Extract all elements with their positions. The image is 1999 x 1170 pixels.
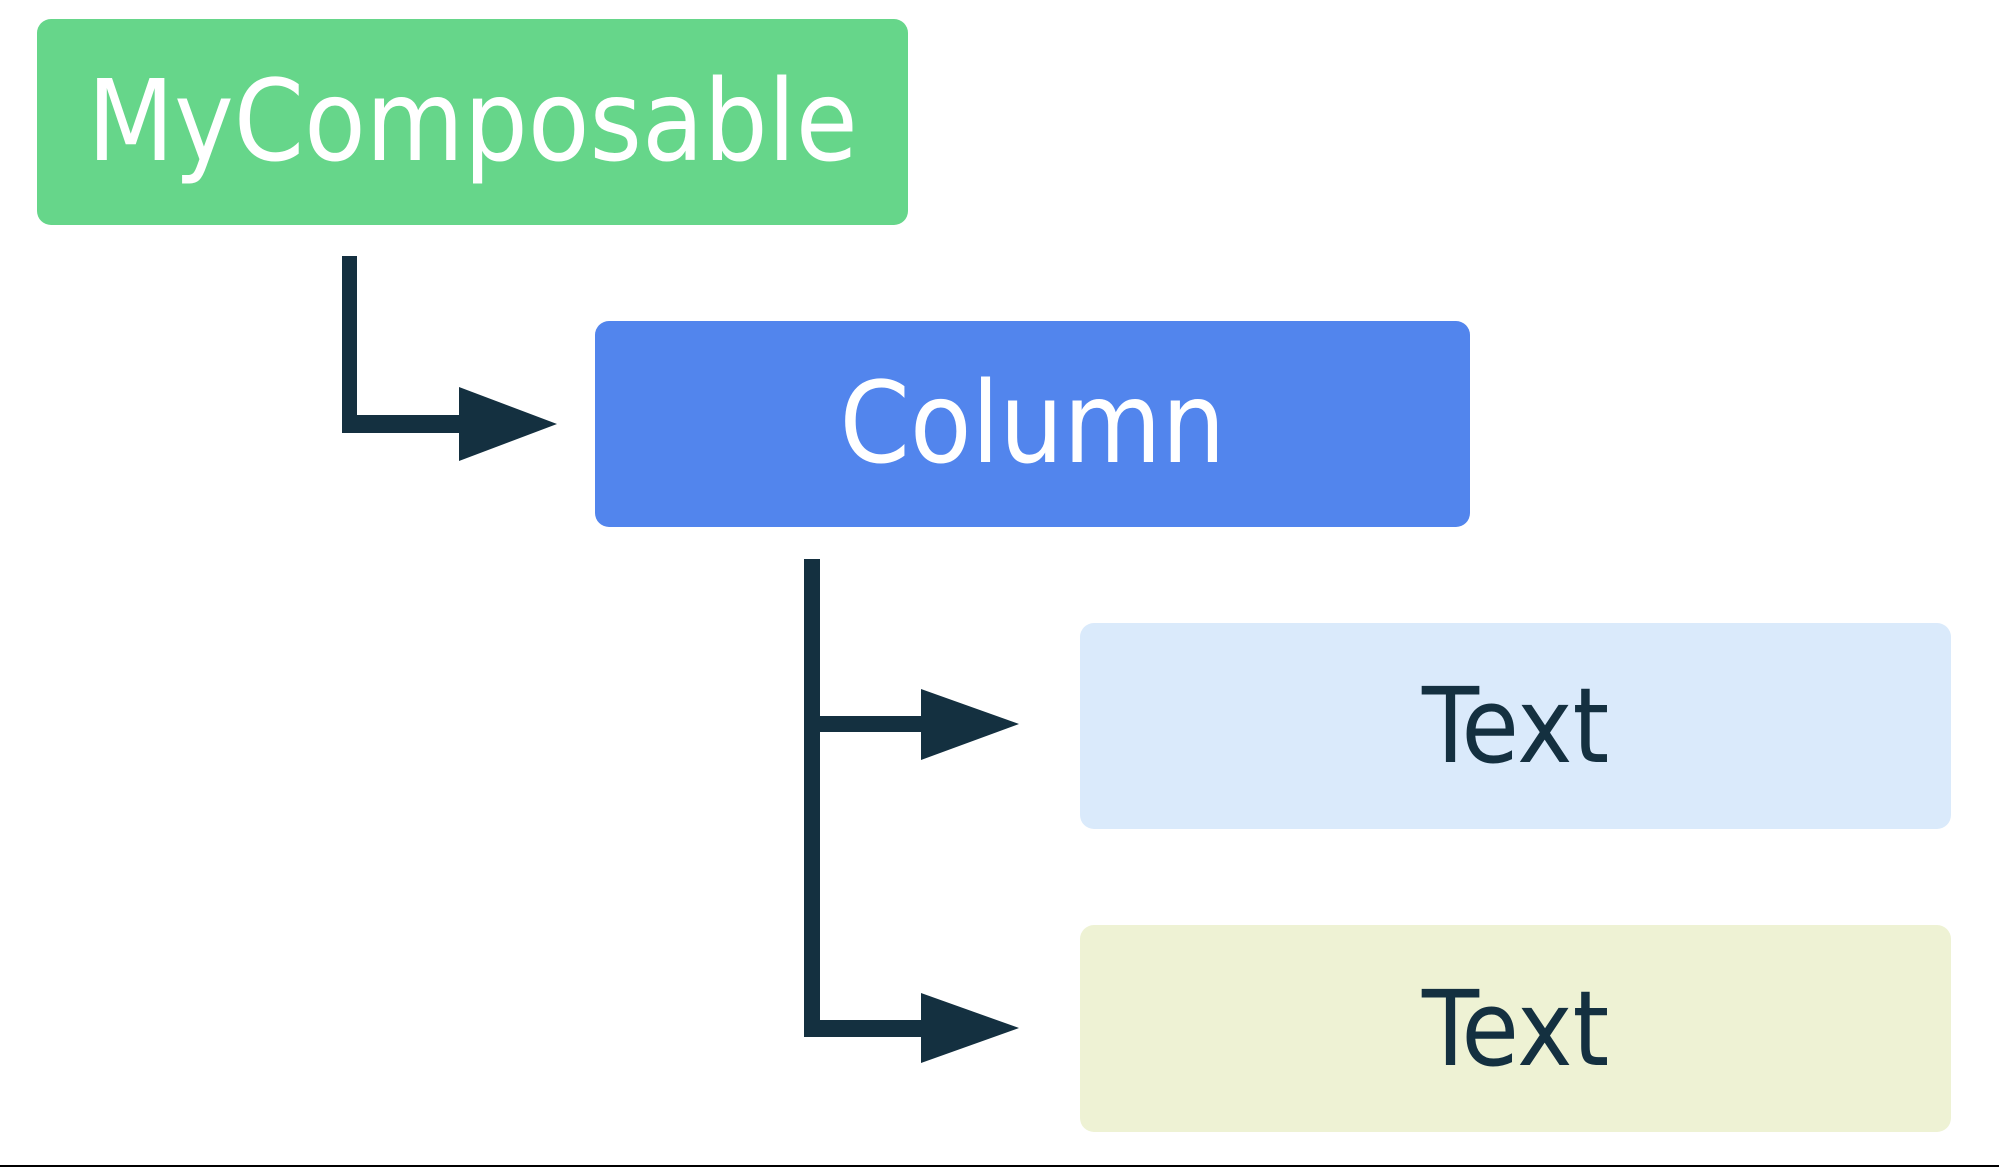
footer-divider bbox=[0, 1165, 1999, 1167]
edge-column-trunk-vertical bbox=[804, 559, 820, 1037]
node-mycomposable-label: MyComposable bbox=[87, 57, 858, 187]
edge-column-to-text2-horizontal bbox=[804, 1020, 928, 1037]
edge-column-to-text1-arrowhead bbox=[921, 689, 1019, 760]
edge-root-to-column-arrowhead bbox=[459, 387, 557, 461]
edge-column-to-text1 bbox=[804, 689, 1019, 760]
edge-column-to-text1-horizontal bbox=[804, 716, 928, 732]
node-column-label: Column bbox=[839, 359, 1226, 489]
edge-column-to-text2-arrowhead bbox=[921, 993, 1019, 1063]
node-text-second-label: Text bbox=[1421, 967, 1610, 1090]
edge-root-to-column-vertical bbox=[342, 256, 357, 433]
edge-root-to-column-line bbox=[342, 256, 462, 433]
edge-column-to-text2 bbox=[804, 993, 1019, 1063]
edge-column-trunk bbox=[804, 559, 820, 1037]
edge-root-to-column-horizontal bbox=[342, 415, 467, 433]
node-text-first[interactable]: Text bbox=[1080, 623, 1951, 829]
node-mycomposable[interactable]: MyComposable bbox=[37, 19, 908, 225]
node-text-first-label: Text bbox=[1421, 665, 1610, 787]
edge-root-to-column bbox=[342, 256, 557, 461]
node-text-second[interactable]: Text bbox=[1080, 925, 1951, 1132]
node-column[interactable]: Column bbox=[595, 321, 1470, 527]
